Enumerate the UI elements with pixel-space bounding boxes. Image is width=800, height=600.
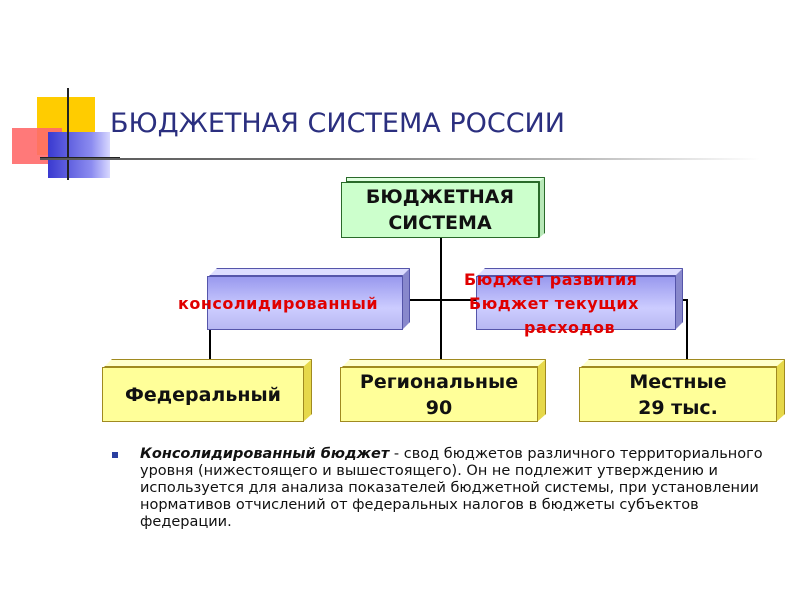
local-box-side-face: [776, 359, 785, 422]
regional-label-line1: Региональные: [359, 370, 519, 393]
regional-box-side-face: [537, 359, 546, 422]
note-definition: - свод бюджетов различного территориальн…: [140, 446, 763, 530]
federal-box-top-face: [104, 359, 312, 367]
local-label-line1: Местные: [629, 370, 727, 393]
development-box: [476, 276, 676, 330]
regional-label-line2: 90: [425, 396, 453, 419]
regional-box-top-face: [342, 359, 546, 367]
federal-label: Федеральный: [125, 383, 281, 406]
development-line1: Бюджет развития: [464, 270, 638, 289]
title-underline: [40, 158, 760, 160]
consolidated-box-top-face: [209, 268, 410, 276]
connector-horizontal: [209, 299, 687, 301]
root-box-line2: СИСТЕМА: [388, 212, 492, 234]
decor-blue-square: [48, 132, 110, 178]
consolidated-label: консолидированный: [178, 294, 379, 313]
consolidated-box: [207, 276, 403, 330]
development-box-side-face: [675, 268, 683, 330]
root-box-side-face: [539, 177, 545, 238]
local-box: Местные 29 тыс.: [579, 367, 777, 422]
federal-box: Федеральный: [102, 367, 304, 422]
connector-local: [686, 299, 688, 360]
note-term: Консолидированный бюджет: [140, 446, 390, 462]
root-box-budget-system: БЮДЖЕТНАЯ СИСТЕМА: [341, 182, 539, 238]
local-label-line2: 29 тыс.: [638, 396, 718, 419]
consolidated-budget-note: Консолидированный бюджет - свод бюджетов…: [140, 446, 780, 531]
development-line3: расходов: [524, 318, 616, 337]
slide-title: БЮДЖЕТНАЯ СИСТЕМА РОССИИ: [110, 108, 565, 139]
federal-box-side-face: [303, 359, 312, 422]
development-line2: Бюджет текущих: [469, 294, 639, 313]
connector-regional: [440, 299, 442, 360]
consolidated-box-side-face: [402, 268, 410, 330]
decor-vertical-line: [67, 88, 69, 180]
regional-box: Региональные 90: [340, 367, 538, 422]
bullet-square-icon: [112, 452, 118, 458]
local-box-top-face: [581, 359, 785, 367]
root-box-line1: БЮДЖЕТНАЯ: [365, 186, 515, 208]
